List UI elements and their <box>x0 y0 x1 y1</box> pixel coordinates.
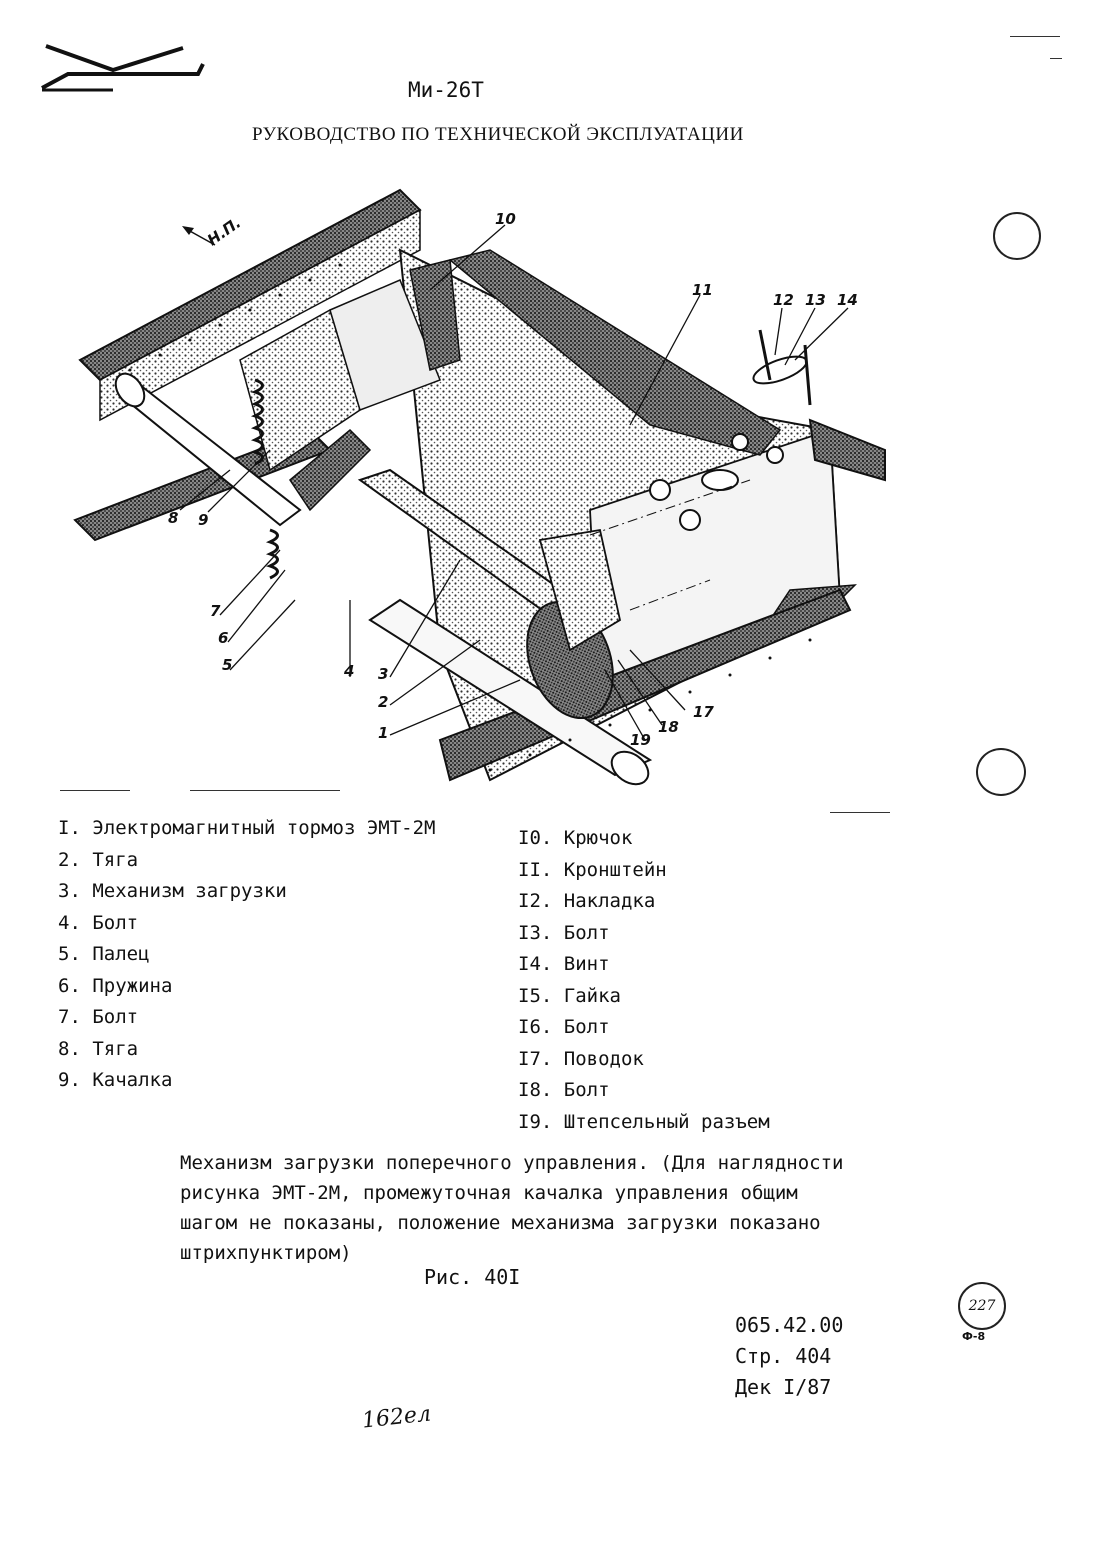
sheet-stamp: 227 <box>958 1282 1006 1330</box>
margin-dash <box>60 790 130 791</box>
legend-item: 4. Болт <box>58 911 139 934</box>
callout-6: 6 <box>218 629 228 647</box>
callout-18: 18 <box>658 718 679 736</box>
callout-14: 14 <box>837 291 858 309</box>
legend-item: I6. Болт <box>518 1016 610 1038</box>
chevron-logo-icon <box>41 44 205 92</box>
callout-7: 7 <box>210 602 221 620</box>
callout-8: 8 <box>168 509 178 527</box>
callout-12: 12 <box>773 291 794 309</box>
callout-13: 13 <box>805 291 826 309</box>
document-model-title: Ми-26Т <box>408 78 484 102</box>
direction-label: Н.П. <box>204 214 244 250</box>
legend-item: I9. Штепсельный разъем <box>518 1110 770 1133</box>
callout-19: 19 <box>630 731 651 749</box>
caption-line: штрихпунктиром) <box>180 1242 352 1264</box>
legend-item: I5. Гайка <box>518 984 621 1007</box>
legend-right-column: I0. Крючок II. Кронштейн I2. Накладка I3… <box>518 823 978 1138</box>
legend-left-column: I. Электромагнитный тормоз ЭМТ-2М 2. Тяг… <box>58 813 518 1097</box>
caption-line: Механизм загрузки поперечного управления… <box>180 1152 844 1174</box>
punch-hole-bottom <box>976 748 1026 796</box>
caption-line: рисунка ЭМТ-2М, промежуточная качалка уп… <box>180 1182 798 1204</box>
figure-number: Рис. 40I <box>424 1265 521 1289</box>
legend-item: I3. Болт <box>518 921 610 944</box>
document-code: 065.42.00 <box>735 1313 844 1337</box>
legend-item: II. Кронштейн <box>518 858 667 881</box>
legend-item: 9. Качалка <box>58 1069 173 1091</box>
legend-item: 8. Тяга <box>58 1037 139 1060</box>
legend-item: 2. Тяга <box>58 848 139 871</box>
callout-11: 11 <box>692 281 713 299</box>
revision-date: Дек I/87 <box>735 1375 832 1399</box>
callout-3: 3 <box>378 665 388 683</box>
document-subtitle: РУКОВОДСТВО ПО ТЕХНИЧЕСКОЙ ЭКСПЛУАТАЦИИ <box>252 124 744 145</box>
legend-item: I. Электромагнитный тормоз ЭМТ-2М <box>58 817 436 839</box>
legend-item: 3. Механизм загрузки <box>58 880 287 902</box>
page-number: Стр. 404 <box>735 1344 832 1368</box>
margin-dash <box>1010 36 1060 37</box>
legend-item: 6. Пружина <box>58 974 173 997</box>
callout-5: 5 <box>222 656 232 674</box>
margin-dash <box>830 812 890 813</box>
callout-9: 9 <box>198 511 208 529</box>
legend-item: 5. Палец <box>58 943 150 965</box>
punch-hole-top <box>993 212 1041 260</box>
legend-item: I8. Болт <box>518 1079 610 1101</box>
handwritten-note: 162ел <box>360 1401 433 1434</box>
legend-item: I4. Винт <box>518 953 610 975</box>
callout-10: 10 <box>495 210 516 228</box>
stamp-sub-label: Ф-8 <box>962 1330 986 1343</box>
caption-line: шагом не показаны, положение механизма з… <box>180 1212 821 1234</box>
callout-2: 2 <box>378 693 388 711</box>
legend-item: I0. Крючок <box>518 827 633 849</box>
legend-item: 7. Болт <box>58 1006 139 1028</box>
legend-item: I7. Поводок <box>518 1047 644 1070</box>
margin-dash <box>1050 58 1062 59</box>
callout-4: 4 <box>343 662 354 680</box>
legend-item: I2. Накладка <box>518 890 656 912</box>
callout-17: 17 <box>693 703 714 721</box>
loading-mechanism-figure: Н.П. 10 11 12 13 14 8 9 7 6 5 4 3 2 1 17… <box>73 188 886 786</box>
figure-caption: Механизм загрузки поперечного управления… <box>180 1148 960 1268</box>
callout-1: 1 <box>378 724 388 742</box>
margin-dash <box>190 790 340 791</box>
document-info: 065.42.00 Стр. 404 Дек I/87 <box>735 1310 843 1403</box>
